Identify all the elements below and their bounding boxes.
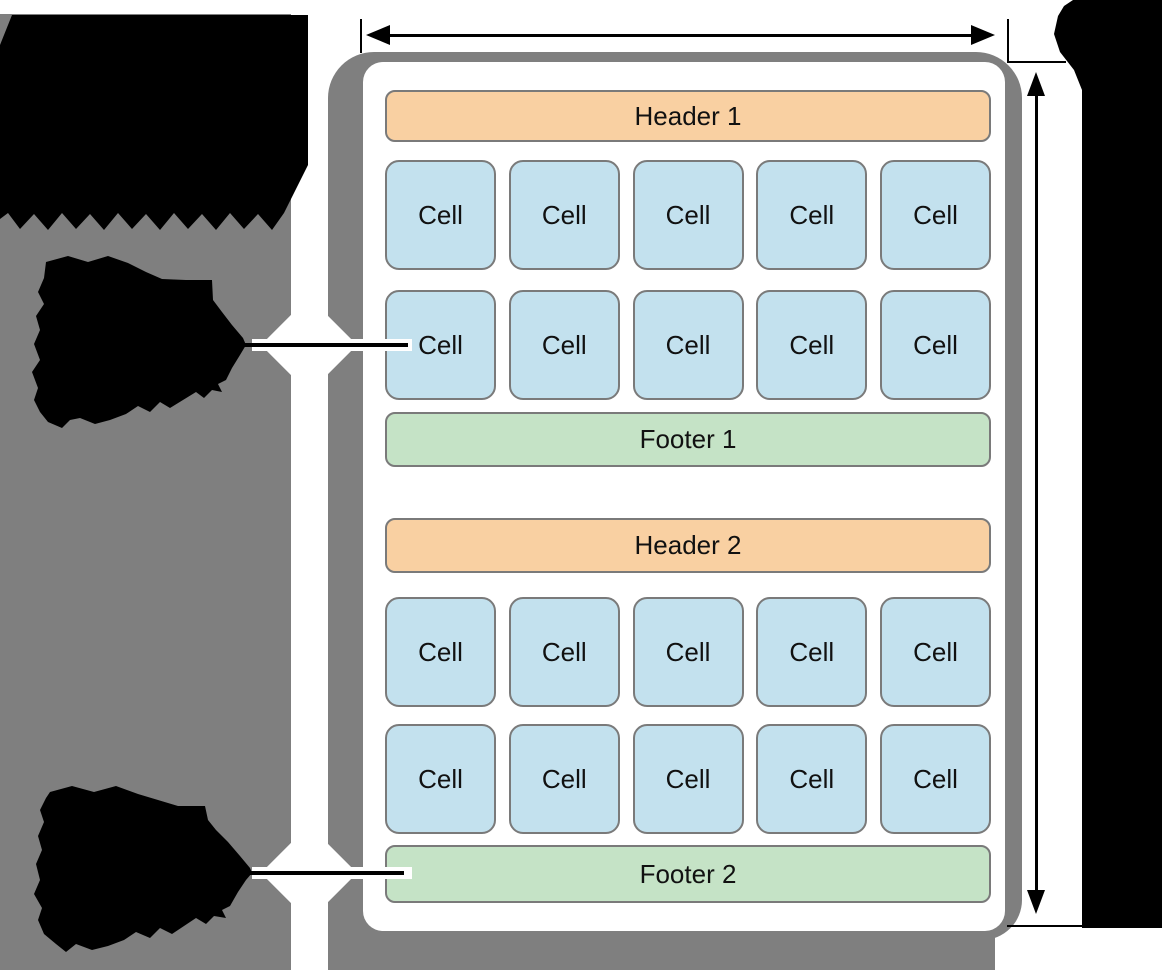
cell-label: Cell xyxy=(789,199,835,230)
height-arrow-shaft xyxy=(1035,92,1038,892)
cell: Cell xyxy=(508,597,620,707)
cell-label: Cell xyxy=(418,199,463,230)
section-1-header-label: Header 1 xyxy=(634,100,742,131)
cell: Cell xyxy=(385,724,496,834)
redacted-note-top-right xyxy=(1054,0,1162,928)
cell: Cell xyxy=(632,597,744,707)
cell-label: Cell xyxy=(665,199,711,230)
cell-label: Cell xyxy=(418,329,463,360)
section-1-footer-label: Footer 1 xyxy=(639,424,737,454)
cell-label: Cell xyxy=(418,763,463,794)
leader-line-to-cell xyxy=(240,343,408,347)
section-2-row-2: Cell Cell Cell Cell Cell xyxy=(385,724,991,834)
cell-label: Cell xyxy=(789,636,835,667)
cell-label: Cell xyxy=(665,763,711,794)
cell-label: Cell xyxy=(913,763,958,794)
height-arrow-bottom-tick xyxy=(1007,925,1082,927)
height-arrow-top-tick xyxy=(1007,61,1066,63)
cell: Cell xyxy=(508,160,620,270)
cell: Cell xyxy=(880,160,991,270)
redacted-note-top-left xyxy=(0,15,308,230)
cell-label: Cell xyxy=(665,329,711,360)
cell-label: Cell xyxy=(541,329,587,360)
cell: Cell xyxy=(880,724,991,834)
cell: Cell xyxy=(385,597,496,707)
section-1-row-1: Cell Cell Cell Cell Cell xyxy=(385,160,991,270)
cell: Cell xyxy=(756,160,868,270)
cell-label: Cell xyxy=(789,329,835,360)
cell: Cell xyxy=(756,597,868,707)
section-2-row-1: Cell Cell Cell Cell Cell xyxy=(385,597,991,707)
cell-label: Cell xyxy=(913,636,958,667)
width-arrow-left-tick xyxy=(360,19,362,53)
cell-label: Cell xyxy=(418,636,463,667)
height-arrow-down-head xyxy=(1027,890,1045,914)
height-arrow-up-head xyxy=(1027,72,1045,96)
cell-label: Cell xyxy=(913,329,958,360)
cell: Cell xyxy=(756,290,868,400)
cell-label: Cell xyxy=(541,763,587,794)
section-2-header: Header 2 xyxy=(385,518,991,573)
section-2-footer: Footer 2 xyxy=(385,845,991,903)
leader-line-to-footer xyxy=(244,871,404,875)
cell-label: Cell xyxy=(541,636,587,667)
cell: Cell xyxy=(632,290,744,400)
width-arrow-right-head xyxy=(971,25,995,45)
cell: Cell xyxy=(508,290,620,400)
cell-label: Cell xyxy=(913,199,958,230)
cell: Cell xyxy=(385,160,496,270)
cell: Cell xyxy=(880,597,991,707)
cell: Cell xyxy=(880,290,991,400)
collection-view-card: Header 1 Cell Cell Cell Cell Cell Cell C… xyxy=(363,62,1005,931)
cell: Cell xyxy=(632,160,744,270)
section-2-header-label: Header 2 xyxy=(634,530,742,560)
section-2-footer-label: Footer 2 xyxy=(639,858,737,889)
cell: Cell xyxy=(756,724,868,834)
width-arrow-shaft xyxy=(386,34,975,37)
section-1-header: Header 1 xyxy=(385,90,991,142)
cell: Cell xyxy=(632,724,744,834)
cell-label: Cell xyxy=(541,199,587,230)
cell-label: Cell xyxy=(789,763,835,794)
cell: Cell xyxy=(508,724,620,834)
section-1-row-2: Cell Cell Cell Cell Cell xyxy=(385,290,991,400)
cell-label: Cell xyxy=(665,636,711,667)
width-arrow-left-head xyxy=(366,25,390,45)
section-1-footer: Footer 1 xyxy=(385,412,991,467)
width-arrow-right-tick xyxy=(1007,19,1009,63)
